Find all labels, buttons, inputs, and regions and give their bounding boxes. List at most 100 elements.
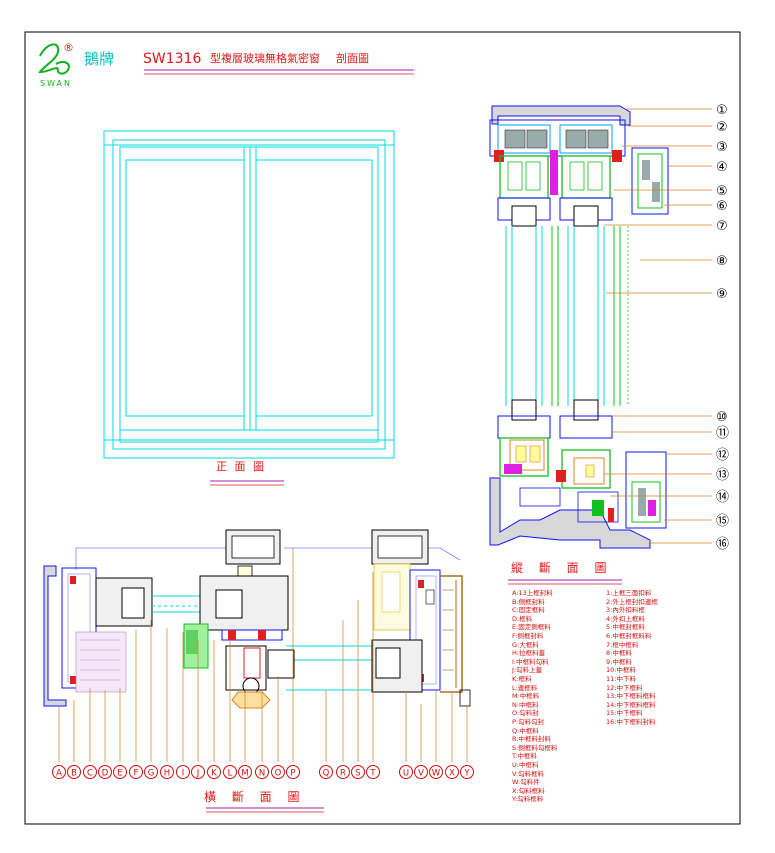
horizontal-callout-label: F [134, 769, 139, 779]
legend-item: 1:上框三面扣料 [606, 589, 652, 597]
vertical-callout: ① [716, 103, 728, 118]
vertical-callout: ⑧ [716, 254, 728, 269]
horizontal-callout: G [144, 765, 158, 779]
horizontal-callout-label: P [290, 769, 295, 779]
legend-item: 4:外扣上框料 [606, 614, 645, 623]
model-number: SW1316 [143, 51, 201, 67]
legend-item: L:邊框料 [512, 683, 538, 692]
legend-item: A:13上框封料 [512, 589, 553, 597]
horizontal-callout-label: E [117, 769, 122, 779]
horizontal-callout: V [414, 765, 428, 779]
legend-item: D:框料 [512, 614, 533, 623]
legend-item: Y:勾料框料 [512, 795, 544, 804]
sheet-border [24, 31, 741, 825]
drawing-subtitle: 剖面圖 [336, 51, 369, 65]
vertical-callout: ② [716, 120, 728, 135]
legend-item: 14:中下框料框料 [606, 700, 656, 709]
legend-item: 11:中下料 [606, 675, 636, 683]
legend-item: 7:框中框料 [606, 640, 639, 649]
legend-item: R:中框料封料 [512, 735, 552, 744]
legend-item: T:中框料 [512, 752, 537, 761]
legend-item: B:側框封料 [512, 597, 545, 606]
horizontal-callout: Y [460, 765, 474, 779]
legend-item: Q:中框料 [512, 726, 539, 735]
horizontal-callout: M [238, 765, 252, 779]
horizontal-callout-label: T [369, 769, 376, 779]
horizontal-callout-label: G [148, 769, 155, 779]
legend-item: C:固定框料 [512, 606, 545, 615]
vertical-callout: ⑮ [716, 514, 729, 529]
horizontal-callout: E [113, 765, 127, 779]
vertical-callout: ⑭ [716, 490, 729, 505]
swan-logo-icon [38, 43, 70, 75]
vertical-section-drawing [489, 105, 669, 549]
horizontal-callout-label: R [340, 769, 346, 779]
horizontal-callout: C [83, 765, 97, 779]
legend-item: X:勾料框料 [512, 786, 545, 795]
legend-item: S:側框料勾框料 [512, 743, 558, 752]
legend-item: 2:外上框封扣邊框 [606, 597, 658, 606]
legend-item: M:中框料 [512, 692, 540, 701]
legend-item: 10:中框料 [606, 666, 636, 675]
horizontal-callout: K [207, 765, 221, 779]
horizontal-callout: X [445, 765, 459, 779]
legend-item: 15:中下框料 [606, 709, 643, 718]
horizontal-callout-label: U [403, 769, 409, 779]
horizontal-callout-label: C [87, 769, 93, 779]
horizontal-callout-label: K [211, 769, 217, 779]
horizontal-callout: U [399, 765, 413, 779]
legend-item: 5:中框封框料 [606, 623, 645, 632]
horizontal-callout: Q [319, 765, 333, 779]
legend-item: U:中框料 [512, 761, 539, 769]
drawing-title: 型複層玻璃無格氣密窗 [210, 51, 320, 65]
legend-item: 6:中框封框料料 [606, 632, 652, 640]
logo-registered-mark: ® [63, 41, 74, 54]
horizontal-callout: F [129, 765, 143, 779]
horizontal-callout: T [366, 765, 380, 779]
horizontal-callout-label: A [56, 769, 62, 779]
horizontal-callout: J [191, 765, 205, 779]
front-view-title: 正 面 圖 [216, 460, 266, 473]
swan-logo: ® SWAN [38, 41, 74, 88]
horizontal-callout: L [223, 765, 237, 779]
logo-brand-name: SWAN [40, 79, 72, 88]
vertical-callout: ⑩ [716, 410, 728, 425]
legend-item: J:勾料上蓋 [512, 666, 543, 675]
horizontal-callout-label: I [182, 769, 185, 779]
front-view-drawing [103, 130, 395, 459]
vertical-callout: ⑥ [716, 199, 728, 214]
horizontal-callout-label: H [164, 769, 170, 779]
horizontal-callout-label: S [355, 769, 360, 779]
horizontal-callout-label: W [432, 769, 441, 779]
horizontal-section-drawing [43, 529, 471, 709]
horizontal-callout: R [336, 765, 350, 779]
vertical-callout: ④ [716, 160, 728, 175]
horizontal-callout: S [351, 765, 365, 779]
legend-item: 8:中框料 [606, 649, 632, 658]
vertical-callout: ⑤ [716, 184, 728, 199]
horizontal-callout-label: B [71, 769, 77, 779]
legend-item: K:框料 [512, 675, 532, 683]
horizontal-callout: I [176, 765, 190, 779]
legend-item: W:勾料件 [512, 778, 540, 787]
horizontal-callout-label: Q [323, 769, 330, 779]
horizontal-callout-label: X [449, 769, 455, 779]
vertical-callout: ③ [716, 140, 728, 155]
horizontal-callout: A [52, 765, 66, 779]
horizontal-callout-label: N [259, 769, 265, 779]
horizontal-callout: D [98, 765, 112, 779]
horizontal-section-leaders [58, 548, 468, 762]
horizontal-callout-label: Y [463, 769, 470, 779]
legend-item: 13:中下框料框料 [606, 692, 656, 701]
horizontal-callout: W [429, 765, 443, 779]
horizontal-callout: O [271, 765, 285, 779]
legend-item: E:固定側框料 [512, 623, 551, 632]
horizontal-callout: H [160, 765, 174, 779]
legend-item: 9:中框料 [606, 657, 632, 666]
vertical-callout: ⑪ [716, 426, 729, 441]
brand-name-cn: 鵝牌 [84, 50, 114, 68]
horizontal-callout: B [67, 765, 81, 779]
